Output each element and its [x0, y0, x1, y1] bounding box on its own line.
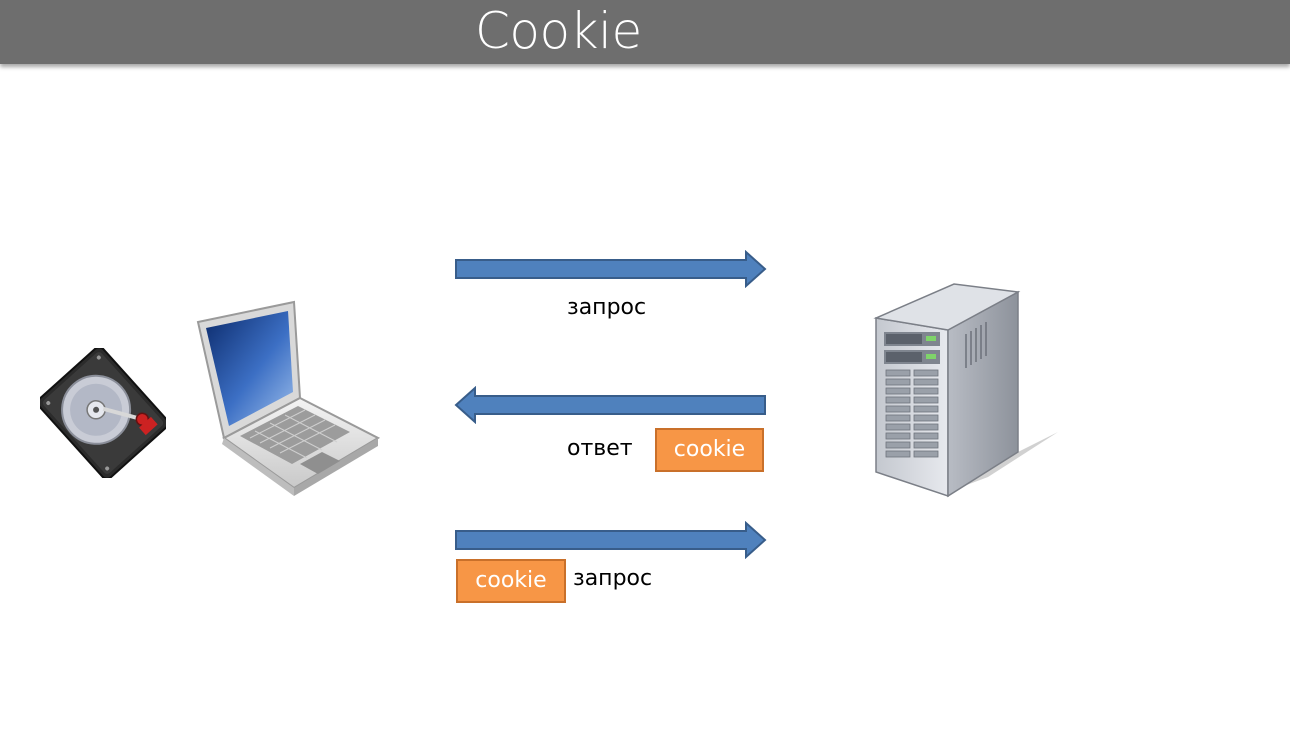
- request-label-2: запрос: [573, 566, 653, 591]
- request-arrow-2: [455, 521, 767, 559]
- title-bar: Cookie: [0, 0, 1290, 64]
- request-label-1: запрос: [567, 295, 647, 320]
- response-cookie-badge: cookie: [655, 428, 764, 472]
- response-arrow: [454, 386, 766, 424]
- server-icon: [873, 283, 1058, 498]
- laptop-icon: [196, 300, 381, 496]
- hard-disk-icon: [40, 348, 166, 478]
- request-cookie-badge: cookie: [456, 559, 566, 603]
- response-label: ответ: [567, 436, 633, 461]
- request-arrow-1: [455, 250, 767, 288]
- slide-title: Cookie: [475, 2, 642, 60]
